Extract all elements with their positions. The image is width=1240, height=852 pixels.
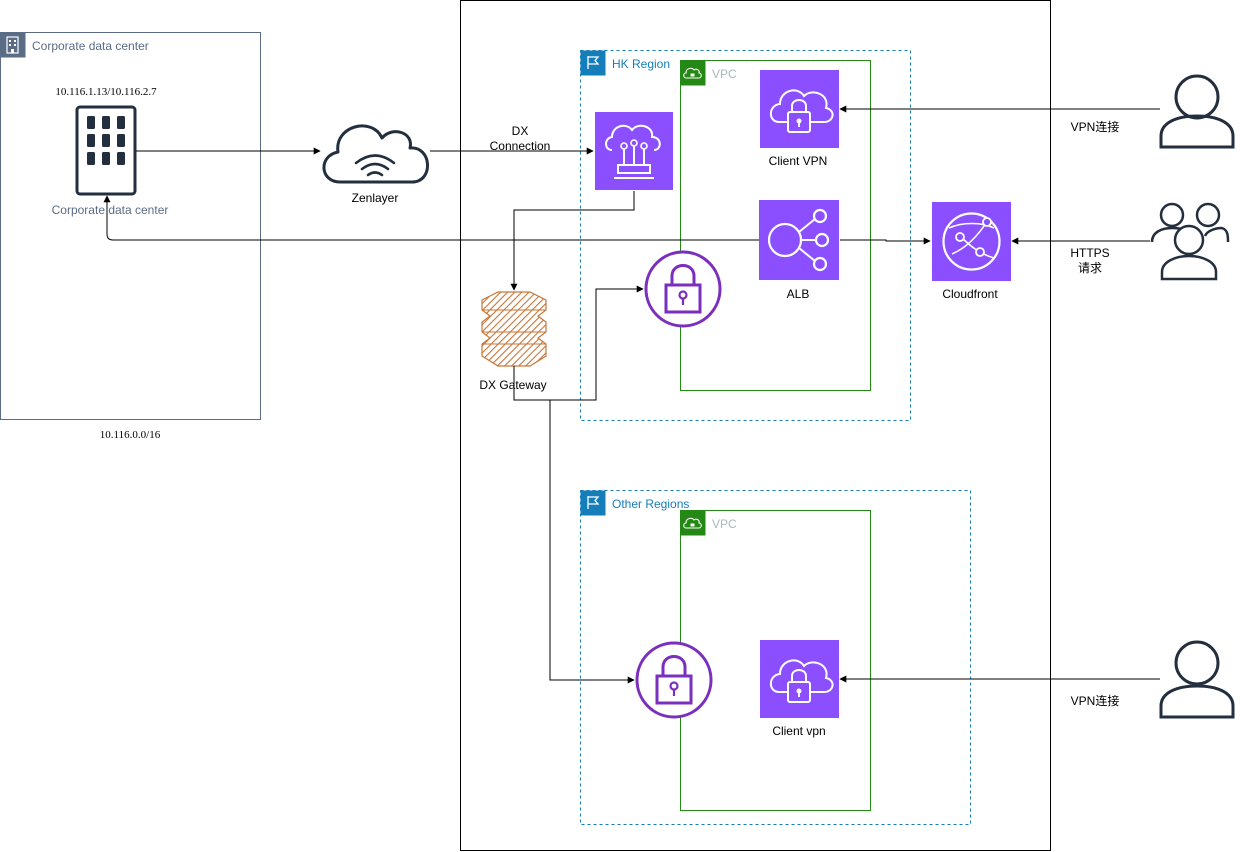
client-vpn-icon [760, 640, 839, 718]
hk-region-group: HK Region [580, 50, 911, 421]
dx-gateway-icon [481, 291, 547, 367]
client-vpn-icon [760, 70, 839, 148]
vpn-top-label: VPN连接 [1071, 119, 1120, 134]
vpn-gateway-lock-icon [635, 641, 713, 719]
alb-to-dc-arrow [103, 195, 759, 241]
dx-to-dxgw-arrow [510, 191, 635, 291]
other-regions-label: Other Regions [612, 497, 689, 511]
cloudfront-icon [932, 202, 1011, 281]
hk-vpc-group: VPC [680, 60, 871, 391]
cloud-wifi-icon [322, 124, 429, 184]
hk-region-label: HK Region [612, 57, 670, 71]
corporate-dc-ip-label: 10.116.1.13/10.116.2.7 [55, 86, 157, 98]
other-vpc-label: VPC [712, 517, 737, 531]
direct-connect-icon [595, 112, 673, 190]
vpn-bottom-label: VPN连接 [1071, 693, 1120, 708]
cloudfront-label: Cloudfront [942, 287, 998, 301]
user-icon [1159, 74, 1235, 149]
corporate-dc-cidr-label: 10.116.0.0/16 [100, 429, 161, 441]
other-regions-group: Other Regions [580, 490, 971, 825]
dx-gateway-label: DX Gateway [479, 378, 546, 392]
alb-label: ALB [787, 287, 810, 301]
dx-connection-label-line2: Connection [490, 139, 551, 153]
connectors [103, 105, 1160, 684]
hk-vpc-label: VPC [712, 67, 737, 81]
aws-cloud-boundary [460, 0, 1051, 851]
dx-connection-label-line1: DX [512, 124, 529, 138]
dxgw-to-hk-vgw-arrow [513, 285, 644, 401]
alb-to-cloudfront-arrow [840, 237, 931, 245]
office-building-icon [0, 32, 26, 58]
alb-icon [759, 200, 839, 280]
corporate-dc-icon-label: Corporate data center [52, 203, 169, 217]
vpc-cloud-lock-icon [680, 60, 706, 86]
zenlayer-label: Zenlayer [352, 191, 399, 205]
dxgw-to-other-vgw-arrow [549, 400, 635, 684]
region-flag-icon [580, 490, 606, 516]
corporate-dc-group-label: Corporate data center [32, 39, 149, 53]
users-group-icon [1150, 202, 1230, 281]
https-label-line1: HTTPS [1070, 246, 1109, 260]
hk-client-vpn-label: Client VPN [769, 154, 828, 168]
region-flag-icon [580, 50, 606, 76]
other-client-vpn-label: Client vpn [772, 724, 825, 738]
https-label-line2: 请求 [1078, 261, 1102, 275]
corporate-datacenter-icon [75, 105, 137, 196]
vpn-gateway-lock-icon [644, 250, 722, 328]
user-icon [1159, 640, 1235, 719]
corporate-data-center-group: Corporate data center 10.116.1.13/10.116… [0, 32, 261, 420]
vpc-cloud-lock-icon [680, 510, 706, 536]
